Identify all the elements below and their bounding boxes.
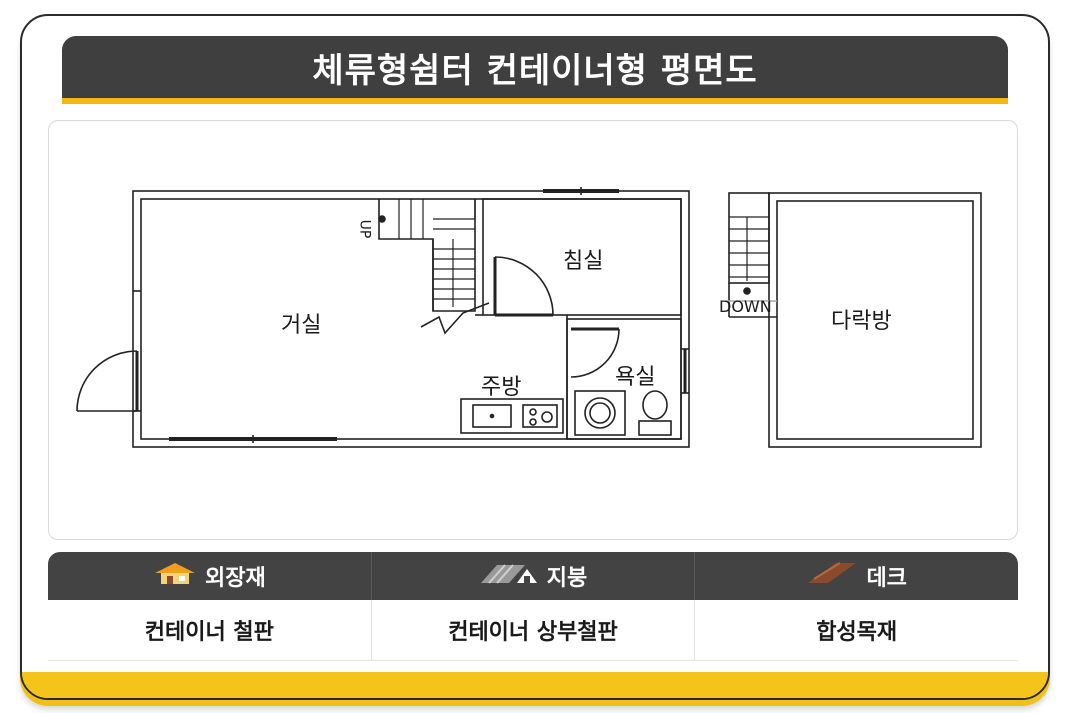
kitchen-sink (472, 404, 512, 428)
stair-break-line (420, 302, 490, 335)
stair-label-down: DOWN (719, 297, 772, 316)
entrance-door-swing (76, 350, 138, 412)
main-floor-outer-wall (132, 190, 690, 448)
materials-table-body: 컨테이너 철판 컨테이너 상부철판 합성목재 (48, 600, 1018, 661)
stairs-up (398, 199, 476, 307)
toilet-tank (638, 420, 672, 436)
materials-header-exterior: 외장재 (204, 566, 266, 591)
title-bar: 체류형쉼터 컨테이너형 평면도 (62, 36, 1008, 104)
stair-label-up: UP (356, 219, 373, 239)
bottom-accent-strip (22, 672, 1048, 698)
materials-header-cell: 지붕 (372, 552, 696, 600)
materials-table-header: 외장재 지붕 데크 (48, 552, 1018, 600)
materials-header-deck: 데크 (866, 566, 907, 591)
toilet-bowl (642, 390, 668, 420)
page-title: 체류형쉼터 컨테이너형 평면도 (312, 50, 758, 91)
bedroom-wall (482, 198, 682, 316)
washbasin (584, 397, 616, 429)
room-label-bedroom: 침실 (563, 249, 604, 274)
deck-board-icon (806, 561, 858, 591)
roof-icon (479, 561, 539, 591)
materials-header-cell: 데크 (695, 552, 1018, 600)
room-label-living: 거실 (281, 313, 322, 338)
house-icon (153, 561, 197, 591)
room-label-attic: 다락방 (831, 309, 892, 334)
materials-header-cell: 외장재 (48, 552, 372, 600)
floor-plan-card: 체류형쉼터 컨테이너형 평면도 (20, 14, 1050, 700)
attic-inner-wall (776, 200, 974, 440)
room-label-kitchen: 주방 (481, 375, 522, 400)
kitchen-stove (522, 404, 558, 428)
stairs-down (729, 216, 769, 281)
floor-plan-drawing (76, 187, 982, 448)
floor-plan-area: 거실 침실 주방 욕실 다락방 UP DOWN (48, 120, 1018, 540)
room-label-bathroom: 욕실 (615, 365, 656, 390)
bedroom-door-swing (494, 256, 554, 316)
bathroom-basin-cabinet (574, 390, 626, 436)
materials-value-exterior: 컨테이너 철판 (48, 600, 372, 660)
materials-value-deck: 합성목재 (816, 620, 898, 645)
kitchen-counter (460, 398, 564, 434)
bathroom-door-swing (570, 328, 620, 378)
materials-header-roof: 지붕 (546, 566, 588, 591)
materials-value-roof: 컨테이너 상부철판 (372, 600, 696, 660)
attic-outer-wall (768, 192, 982, 448)
attic-stair-well (728, 192, 770, 284)
